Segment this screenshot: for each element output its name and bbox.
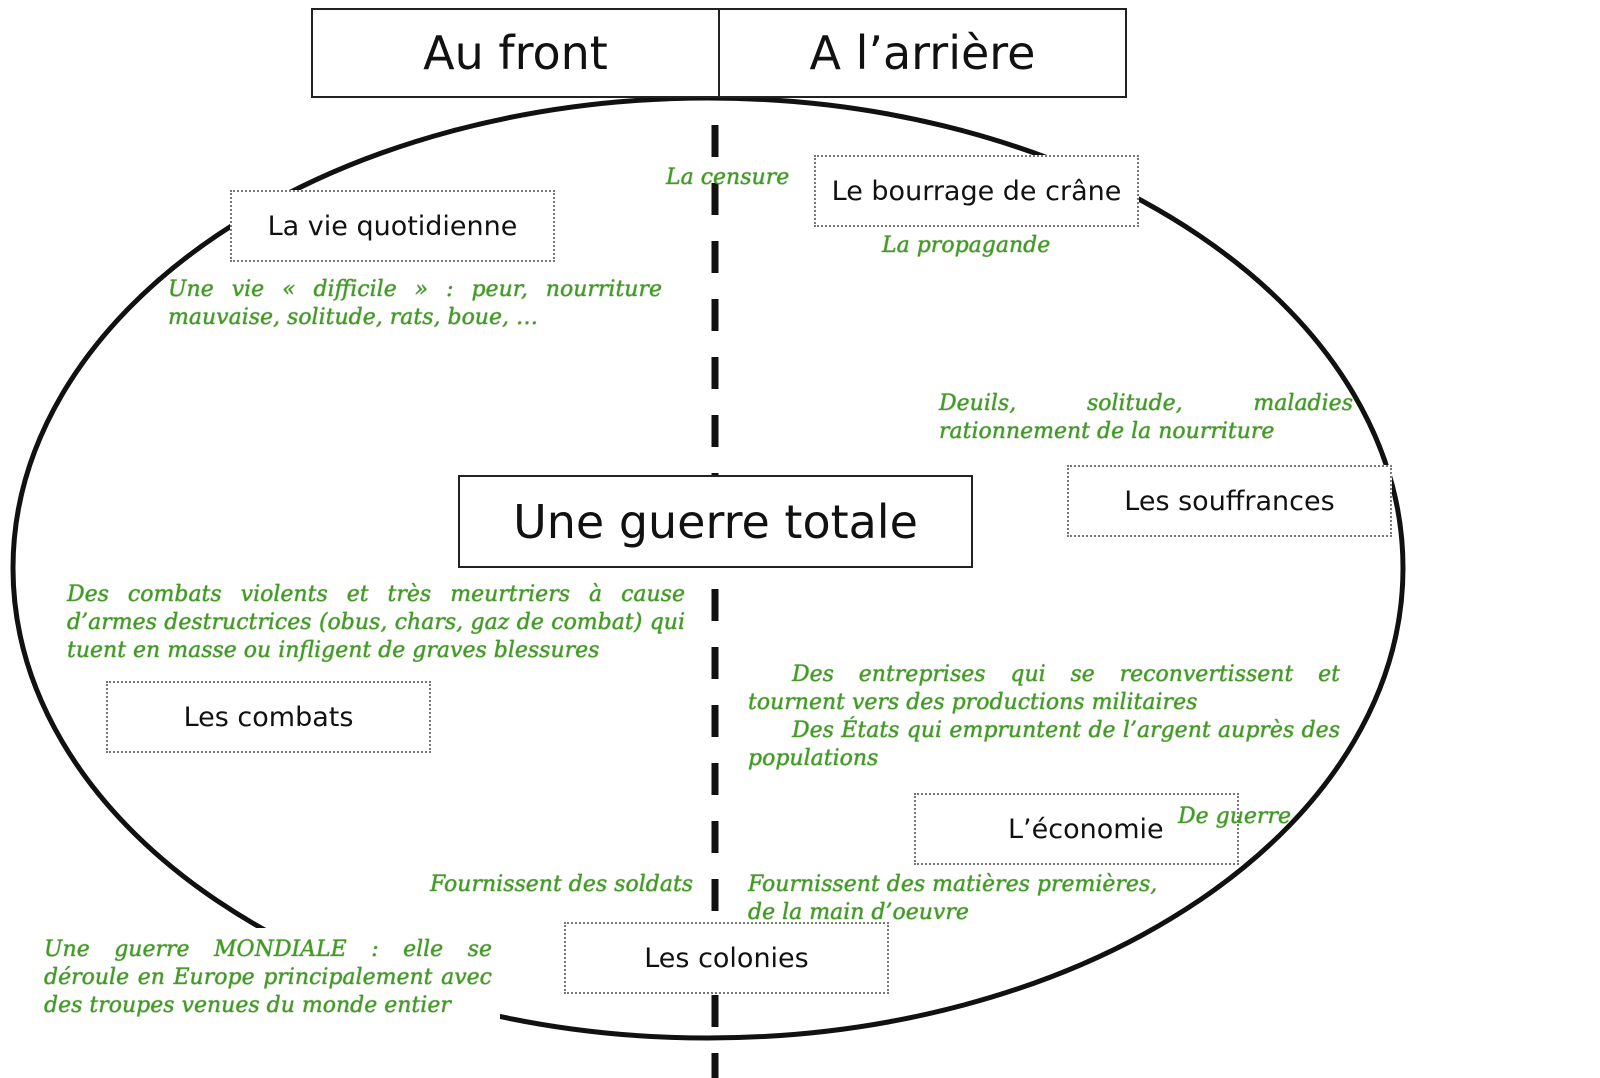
header-a-l-arriere: A l’arrière (718, 8, 1127, 98)
note-souffrances-line1: Deuils, solitude, maladies (939, 391, 1353, 416)
outer-ellipse (10, 95, 1406, 1041)
note-matieres-line1: Fournissent des matières premières, (748, 872, 1158, 897)
note-vie-line1: Une vie « difficile » : peur, nourriture (168, 277, 662, 302)
box-colonies: Les colonies (564, 922, 889, 994)
note-mondiale-line2: déroule en Europe principalement avec (44, 965, 492, 990)
note-propagande: La propagande (882, 233, 1051, 258)
note-fournissent-soldats: Fournissent des soldats (430, 872, 694, 897)
box-economie: L’économie (914, 793, 1239, 865)
note-de-guerre: De guerre (1178, 804, 1291, 829)
note-matieres-line2: de la main d’oeuvre (748, 900, 969, 925)
central-title: Une guerre totale (513, 494, 918, 549)
note-economie-line1: Des entreprises qui se reconvertissent e… (792, 662, 1340, 687)
box-souffrances: Les souffrances (1067, 465, 1392, 537)
note-economie-line2: tournent vers des productions militaires (748, 690, 1198, 715)
note-mondiale-block: Une guerre MONDIALE : elle se déroule en… (30, 928, 500, 1028)
note-combats-line1: Des combats violents et très meurtriers … (67, 582, 685, 607)
note-economie-line4: populations (748, 746, 879, 771)
box-combats: Les combats (106, 681, 431, 753)
note-souffrances-line2: rationnement de la nourriture (939, 419, 1275, 444)
central-title-box: Une guerre totale (458, 475, 973, 568)
box-bourrage-de-crane: Le bourrage de crâne (814, 155, 1139, 227)
note-censure: La censure (666, 165, 790, 190)
header-au-front: Au front (311, 8, 720, 98)
note-economie-line3: Des États qui empruntent de l’argent aup… (792, 718, 1340, 743)
note-combats-line2: d’armes destructrices (obus, chars, gaz … (67, 610, 685, 635)
note-vie-line2: mauvaise, solitude, rats, boue, … (168, 305, 538, 330)
note-mondiale-line3: des troupes venues du monde entier (44, 993, 451, 1018)
note-combats-line3: tuent en masse ou infligent de graves bl… (67, 638, 600, 663)
box-vie-quotidienne: La vie quotidienne (230, 190, 555, 262)
note-mondiale-line1: Une guerre MONDIALE : elle se (44, 937, 492, 962)
